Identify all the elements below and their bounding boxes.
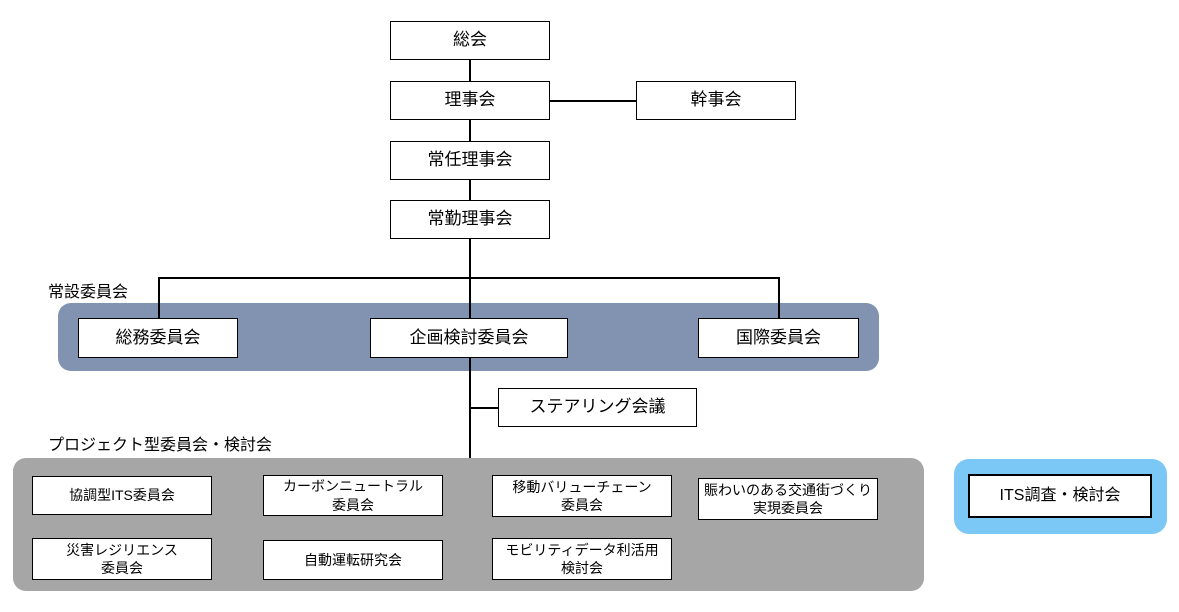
node-cooperative-its-committee: 協調型ITS委員会: [32, 476, 212, 515]
connector-assembly-board: [469, 60, 471, 81]
connector-branch-horizontal: [158, 277, 779, 279]
node-its-survey-study-group: ITS調査・検討会: [968, 474, 1152, 518]
connector-branch-right-drop: [778, 277, 780, 318]
node-full-time-directors: 常勤理事会: [390, 200, 550, 239]
node-autonomous-driving-study-group: 自動運転研究会: [263, 540, 443, 580]
node-disaster-resilience-committee: 災害レジリエンス 委員会: [32, 538, 212, 580]
node-carbon-neutral-committee: カーボンニュートラル 委員会: [263, 475, 443, 516]
connector-board-standing-directors: [469, 120, 471, 141]
node-mobility-data-utilization-group: モビリティデータ利活用 検討会: [492, 538, 672, 580]
project-section-label: プロジェクト型委員会・検討会: [48, 437, 273, 454]
connector-standing-fulltime-directors: [469, 180, 471, 200]
node-steering-meeting: ステアリング会議: [498, 388, 697, 427]
node-vibrant-transport-town-committee: 賑わいのある交通街づくり 実現委員会: [698, 478, 878, 520]
node-standing-directors: 常任理事会: [390, 141, 550, 180]
connector-board-secretariat: [550, 100, 636, 102]
connector-steering-stub: [470, 407, 498, 409]
standing-section-label: 常設委員会: [48, 284, 129, 301]
node-board-of-directors: 理事会: [390, 81, 550, 120]
node-planning-review-committee: 企画検討委員会: [370, 318, 568, 358]
node-mobility-value-chain-committee: 移動バリューチェーン 委員会: [492, 475, 672, 517]
node-general-affairs-committee: 総務委員会: [78, 318, 238, 358]
node-secretariat: 幹事会: [636, 81, 796, 120]
node-international-committee: 国際委員会: [698, 318, 859, 358]
connector-branch-left-drop: [158, 277, 160, 318]
node-general-assembly: 総会: [390, 21, 550, 60]
